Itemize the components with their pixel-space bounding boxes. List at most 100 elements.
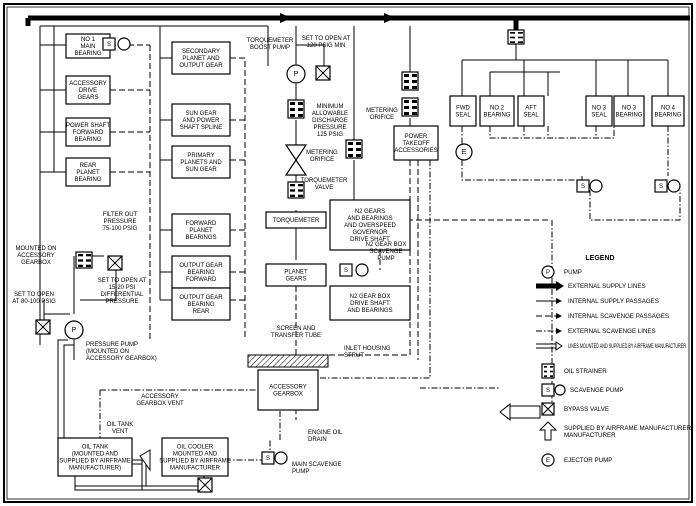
- box-label: SEAL: [455, 113, 471, 119]
- box-power-takeoff: [393, 125, 439, 161]
- annotation-pressure-pump: (MOUNTED ON: [86, 349, 129, 355]
- annotation-accessory-gearbox-vent: ACCESSORY: [141, 394, 179, 400]
- box-label: GEARBOX: [273, 392, 303, 398]
- box-no4-bearing: [651, 95, 685, 127]
- box-label: GEARS: [285, 277, 306, 283]
- annotation-mounted-on-gearbox: GEARBOX: [21, 260, 51, 266]
- pumps: P P: [64, 64, 306, 340]
- box-label: SUPPLIED BY AIRFRAME: [59, 459, 131, 465]
- box-n2-gearbox-drive: [329, 285, 411, 321]
- box-label: POWER: [405, 134, 428, 140]
- box-label: (MOUNTED AND: [72, 452, 119, 458]
- box-label: BEARING: [187, 302, 214, 308]
- annotation-metering-orifice-lower: METERING: [306, 150, 338, 156]
- svg-text:S: S: [107, 42, 111, 48]
- svg-text:SUPPLIED BY AIRFRAME MANUFACTU: SUPPLIED BY AIRFRAME MANUFACTURER: [564, 425, 692, 432]
- box-label: BEARING: [654, 113, 681, 119]
- svg-text:S: S: [581, 184, 585, 190]
- svg-text:LEGEND: LEGEND: [585, 255, 614, 262]
- annotation-engine-oil-drain: DRAIN: [308, 437, 327, 443]
- box-no2-bearing-a: [479, 95, 515, 127]
- annotation-n2-scavenge-pump: N2 GEAR BOX: [366, 242, 407, 248]
- box-label: NO 4: [661, 106, 676, 112]
- annotation-filter-out-pressure: 75-100 PSIG: [103, 226, 138, 232]
- annotation-inlet-housing-strut: STRUT: [344, 353, 364, 359]
- box-rear-planet: [65, 157, 111, 187]
- box-secondary-planet: [171, 41, 231, 75]
- svg-text:EXTERNAL SUPPLY LINES: EXTERNAL SUPPLY LINES: [568, 283, 646, 290]
- box-planet-gears: [265, 263, 327, 287]
- box-label: GOVERNOR: [352, 230, 388, 236]
- box-label: BEARING: [74, 137, 101, 143]
- box-label: MOUNTED AND: [173, 452, 218, 458]
- box-sun-gear-spline: [171, 103, 231, 137]
- annotation-set-open-15-20: PRESSURE: [105, 299, 138, 305]
- box-label: SEAL: [523, 113, 539, 119]
- box-label: MAIN: [81, 44, 96, 50]
- annotation-n2-scavenge-pump: PUMP: [377, 256, 394, 262]
- annotation-screen-transfer-tube: SCREEN AND: [276, 326, 316, 332]
- annotation-set-open-120: 120 PSIG MIN: [307, 43, 346, 49]
- annotation-engine-oil-drain: ENGINE OIL: [308, 430, 343, 436]
- box-label: MANUFACTURER: [170, 466, 221, 472]
- box-label: PLANET: [76, 170, 100, 176]
- box-label: AND OVERSPEED: [344, 223, 396, 229]
- box-label: FORWARD: [186, 221, 217, 227]
- svg-text:P: P: [546, 270, 550, 276]
- box-label: NO 2: [490, 106, 505, 112]
- outer-frame: [3, 3, 693, 503]
- box-label: SHAFT SPLINE: [180, 125, 223, 131]
- annotation-metering-orifice-lower: ORIFICE: [310, 157, 334, 163]
- annotation-mounted-on-gearbox: ACCESSORY: [17, 253, 55, 259]
- annotation-set-open-15-20: DIFFERENTIAL: [101, 292, 144, 298]
- box-label: REAR: [80, 163, 97, 169]
- oil-strainer-icon: [75, 251, 93, 269]
- airframe-supply-arrows: [139, 402, 541, 472]
- oil-strainer-icon: [287, 181, 305, 199]
- annotation-min-discharge: 125 PSIG: [317, 132, 343, 138]
- svg-text:LINES MOUNTED AND SUPPLIED BY: LINES MOUNTED AND SUPPLIED BY AIRFRAME M…: [568, 343, 686, 350]
- svg-text:INTERNAL SUPPLY PASSAGES: INTERNAL SUPPLY PASSAGES: [568, 298, 659, 305]
- box-forward-planet: [171, 213, 231, 247]
- annotation-torquemeter-valve: TORQUEMETER: [301, 178, 348, 184]
- box-primary-planets: [171, 145, 231, 179]
- annotation-torquemeter-valve: VALVE: [315, 185, 333, 191]
- box-label: DRIVE SHAFT: [350, 237, 390, 243]
- box-label: PRIMARY: [187, 153, 214, 159]
- annotation-filter-out-pressure: FILTER OUT: [103, 212, 138, 218]
- annotation-set-open-80-100: SET TO OPEN: [14, 292, 54, 298]
- box-label: NO 1: [81, 37, 96, 43]
- box-accessory-drive-gears: [65, 75, 111, 105]
- annotation-metering-orifice-upper: METERING: [366, 108, 398, 114]
- box-label: PLANET AND: [182, 56, 220, 62]
- inner-frame: [6, 6, 690, 500]
- box-label: REAR: [193, 309, 210, 315]
- svg-text:EJECTOR PUMP: EJECTOR PUMP: [564, 457, 612, 464]
- annotation-main-scavenge-pump: MAIN SCAVENGE: [292, 462, 342, 468]
- box-label: BEARING: [615, 113, 642, 119]
- svg-text:P: P: [294, 71, 299, 78]
- annotation-set-open-15-20: SET TO OPEN AT: [98, 278, 147, 284]
- box-label: PLANET: [284, 270, 308, 276]
- box-label: N2 GEARS: [355, 209, 385, 215]
- svg-text:E: E: [462, 149, 467, 156]
- svg-text:MANUFACTURER: MANUFACTURER: [564, 432, 616, 439]
- box-power-shaft-forward: [65, 117, 111, 147]
- svg-text:INTERNAL SCAVENGE PASSAGES: INTERNAL SCAVENGE PASSAGES: [568, 313, 669, 320]
- box-no3-seal: [585, 95, 613, 127]
- inlet-housing-strut: [247, 354, 329, 368]
- annotation-oil-tank-vent: VENT: [112, 429, 128, 435]
- annotation-pressure-pump: PRESSURE PUMP: [86, 342, 138, 348]
- box-label: TORQUEMETER: [273, 218, 320, 224]
- svg-text:S: S: [659, 184, 663, 190]
- box-label: ACCESSORY: [269, 385, 307, 391]
- svg-text:P: P: [72, 327, 77, 334]
- annotation-n2-scavenge-pump: SCAVENGE: [370, 249, 403, 255]
- box-label: SUN GEAR: [185, 111, 217, 117]
- svg-text:S: S: [546, 388, 550, 394]
- box-oil-cooler: [161, 437, 229, 477]
- box-label: PLANET: [189, 228, 213, 234]
- external-supply-lines: [25, 13, 690, 30]
